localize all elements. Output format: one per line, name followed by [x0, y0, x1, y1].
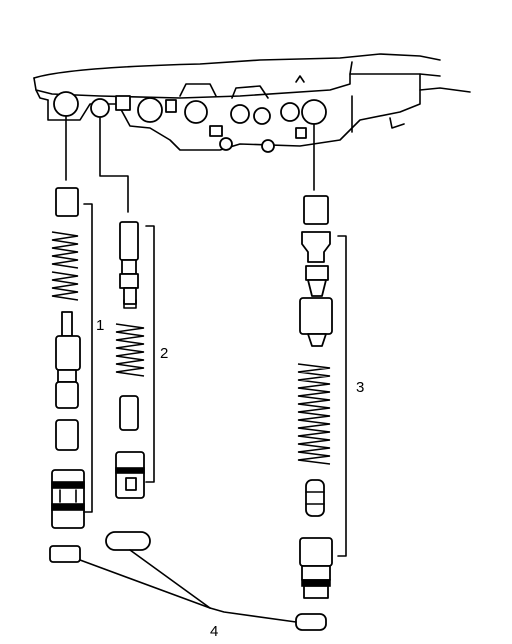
spring-2: [115, 323, 145, 377]
valve-train-1: [51, 187, 93, 529]
plugs-4: [49, 531, 327, 631]
valve-train-2: [115, 221, 155, 499]
callout-4: 4: [210, 623, 218, 640]
spring-3: [297, 363, 331, 465]
callout-2: 2: [160, 345, 168, 362]
valve-train-3: [297, 195, 347, 599]
spring-1b: [51, 271, 79, 301]
callout-1: 1: [96, 317, 104, 334]
callout-3: 3: [356, 379, 364, 396]
leader-lines: [65, 115, 315, 213]
valve-body-housing: [33, 53, 471, 153]
spring-1a: [51, 231, 79, 269]
